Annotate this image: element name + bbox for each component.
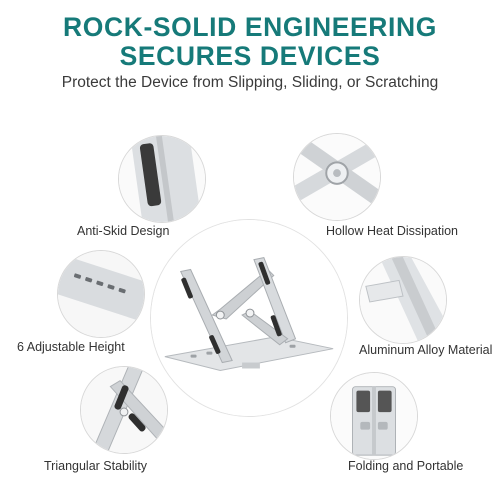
folding-portable-image (330, 372, 418, 460)
headline-line-2: SECURES DEVICES (119, 41, 381, 71)
stand-center-image (150, 219, 348, 417)
folding-portable-label: Folding and Portable (348, 459, 464, 473)
aluminum-alloy-label: Aluminum Alloy Material (359, 343, 493, 357)
adjustable-height-label: 6 Adjustable Height (17, 340, 125, 354)
aluminum-alloy-image (359, 256, 447, 344)
subtitle: Protect the Device from Slipping, Slidin… (61, 74, 439, 91)
hollow-heat-image (293, 133, 381, 221)
hollow-heat-label: Hollow Heat Dissipation (326, 224, 459, 238)
anti-skid-image (118, 135, 206, 223)
headline-line-1: ROCK-SOLID ENGINEERING (63, 12, 437, 42)
triangular-stability-image (80, 366, 168, 454)
adjustable-height-image (57, 250, 145, 338)
anti-skid-label: Anti-Skid Design (77, 224, 170, 238)
triangular-stability-label: Triangular Stability (44, 459, 148, 473)
